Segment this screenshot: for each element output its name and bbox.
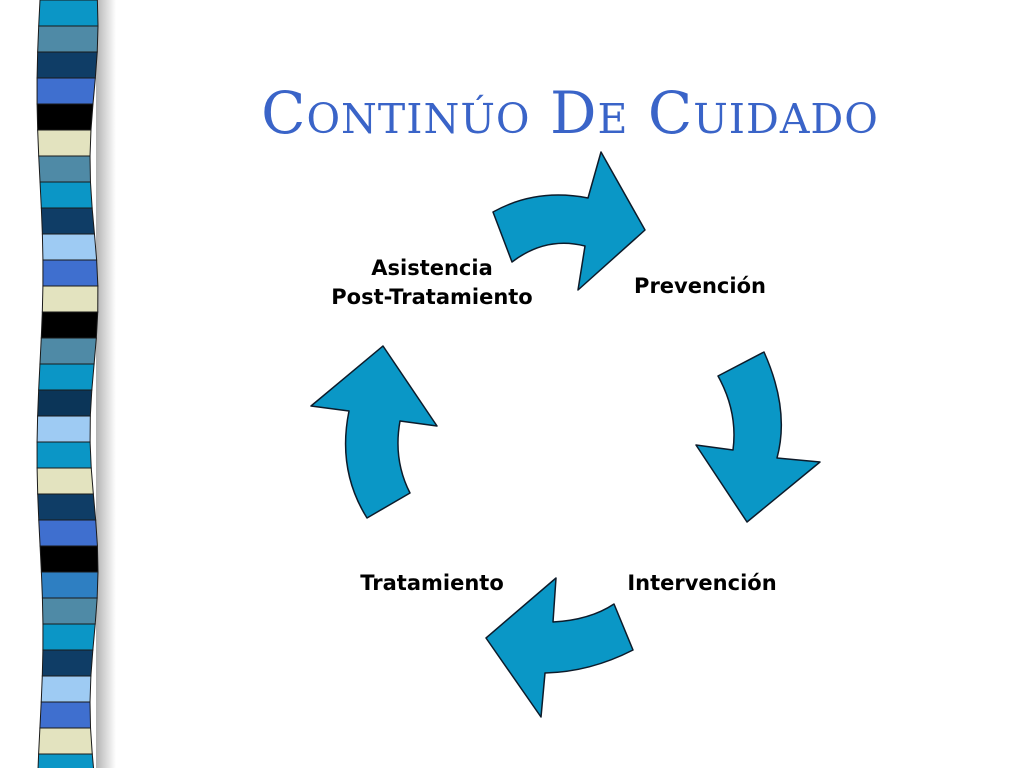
border-shadow [96, 0, 116, 768]
arrow-to-prevencion [492, 151, 646, 291]
arrow-to-asistencia [310, 345, 438, 519]
slide-title: Continúo De Cuidado [261, 79, 879, 147]
stage-label-line: Intervención [627, 571, 777, 595]
stage-label-line: Prevención [634, 274, 766, 298]
striped-side-border [36, 0, 99, 768]
arrow-to-tratamiento [485, 577, 634, 718]
stage-label-prevencion: Prevención [600, 272, 800, 301]
stage-label-line: Asistencia [371, 256, 493, 280]
stage-label-tratamiento: Tratamiento [322, 569, 542, 598]
stage-label-line: Tratamiento [360, 571, 504, 595]
arrow-to-intervencion [695, 351, 821, 523]
stage-label-intervencion: Intervención [592, 569, 812, 598]
stage-label-asistencia: Asistencia Post-Tratamiento [282, 254, 582, 313]
border-stripe [37, 753, 95, 768]
stage-label-line: Post-Tratamiento [331, 285, 533, 310]
